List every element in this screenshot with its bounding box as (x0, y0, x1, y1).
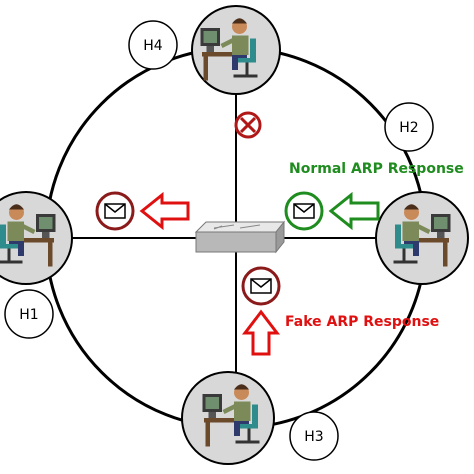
normal-response-envelope (284, 191, 324, 231)
green-left-arrow-icon (328, 191, 380, 231)
envelope-icon (293, 203, 315, 219)
envelope-icon (104, 203, 126, 219)
host-h3-label-bubble: H3 (289, 411, 339, 461)
host-h1-node[interactable] (0, 191, 73, 285)
blocked-icon (234, 111, 262, 139)
envelope-icon (250, 278, 272, 294)
host-h4-label-bubble: H4 (128, 20, 178, 70)
host-h2-label: H2 (399, 120, 418, 136)
host-h4-node[interactable] (191, 5, 281, 95)
fake-response-envelope-from-h3 (241, 266, 281, 306)
host-h3-node[interactable] (181, 371, 275, 465)
up-arrow-icon (241, 309, 281, 356)
host-h1-label: H1 (19, 307, 38, 323)
normal-arp-response-label: Normal ARP Response (289, 161, 464, 177)
left-arrow-icon (139, 191, 190, 231)
host-h3-label: H3 (304, 429, 323, 445)
host-h4-label: H4 (143, 38, 163, 54)
host-h2-node[interactable] (375, 191, 469, 285)
host-h2-label-bubble: H2 (384, 102, 434, 152)
host-h1-label-bubble: H1 (4, 289, 54, 339)
fake-response-envelope-to-h1 (95, 191, 135, 231)
fake-arp-response-label: Fake ARP Response (285, 314, 439, 330)
network-switch-icon (194, 220, 286, 254)
